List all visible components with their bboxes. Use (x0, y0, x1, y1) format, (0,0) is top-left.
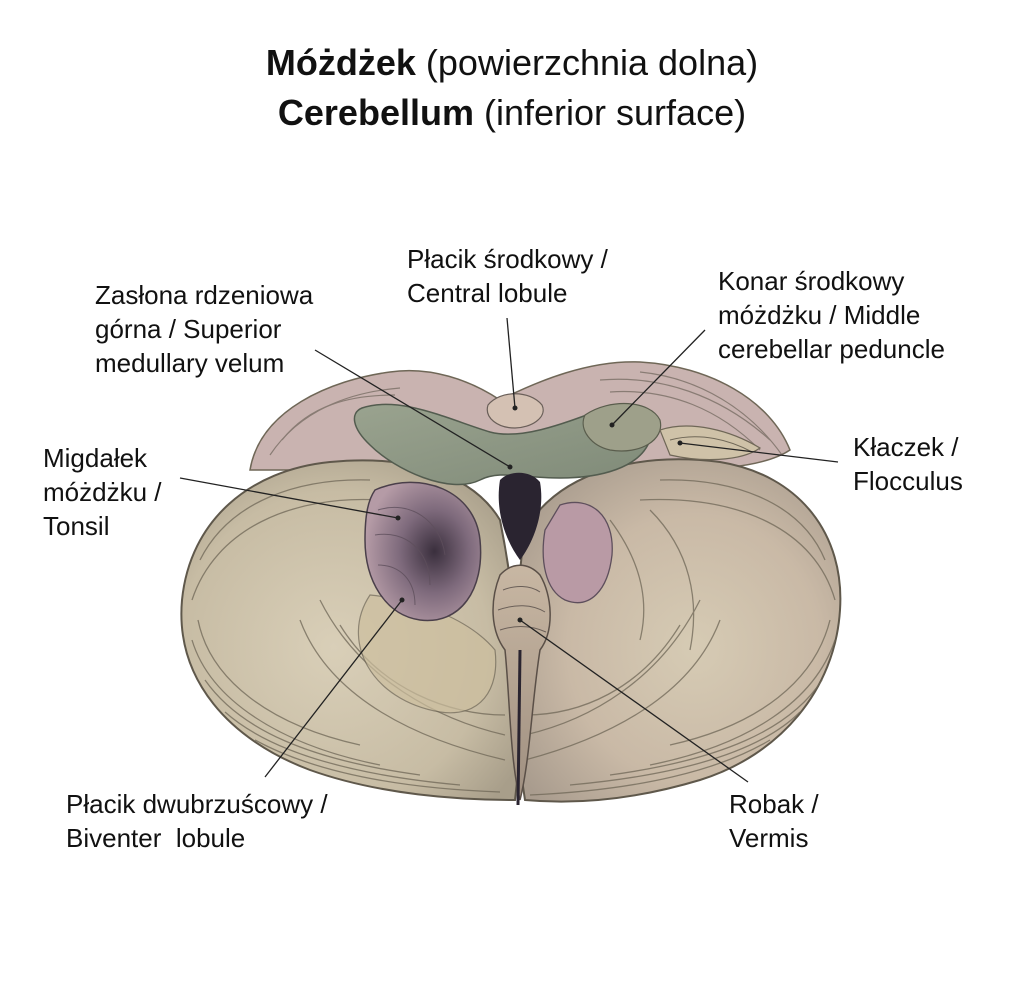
leader-central-lobule (506, 317, 516, 409)
label-peduncle-line1: Konar środkowy (718, 266, 905, 296)
leader-superior-medullary-velum (314, 349, 511, 468)
title-rest-polish: (powierzchnia dolna) (425, 42, 759, 83)
label-central-lobule-line2: Central lobule (407, 278, 568, 308)
title-bold-latin: Cerebellum (277, 92, 474, 133)
label-velum-line2: górna / Superior (95, 314, 282, 344)
tonsil-folia (374, 506, 446, 606)
leader-biventer-lobule (264, 599, 403, 778)
label-flocculus-line2: Flocculus (853, 466, 963, 496)
right-tonsil-shape (542, 501, 613, 604)
label-middle-cerebellar-peduncle: Konar środkowy móżdżku / Middle cerebell… (718, 264, 945, 366)
label-vermis: Robak / Vermis (729, 787, 819, 855)
label-biventer-line2: Biventer lobule (66, 823, 246, 853)
label-superior-medullary-velum: Zasłona rdzeniowa górna / Superior medul… (95, 278, 313, 380)
leader-dots (395, 405, 683, 623)
label-central-lobule-line1: Płacik środkowy / (407, 244, 608, 274)
title-line-1: Móżdżek (powierzchnia dolna) (0, 38, 1024, 88)
median-fissure (516, 649, 522, 806)
title-line-2: Cerebellum (inferior surface) (0, 88, 1024, 138)
leader-tonsil (179, 477, 399, 519)
peduncle-shape (582, 403, 662, 452)
central-lobule-shape (486, 393, 544, 429)
title-rest-latin: (inferior surface) (484, 92, 747, 133)
label-flocculus-line1: Kłaczek / (853, 432, 959, 462)
label-tonsil-line3: Tonsil (43, 511, 110, 541)
leader-vermis (519, 619, 749, 783)
label-velum-line3: medullary velum (95, 348, 285, 378)
label-tonsil-line1: Migdałek (43, 443, 148, 473)
flocculus-shape (659, 425, 762, 461)
vermis-folia (497, 586, 547, 633)
label-vermis-line1: Robak / (729, 789, 819, 819)
vermis-shape (492, 564, 551, 801)
label-tonsil: Migdałek móżdżku / Tonsil (43, 441, 162, 543)
label-biventer-lobule: Płacik dwubrzuścowy / Biventer lobule (66, 787, 328, 855)
superior-medullary-velum-shape (353, 403, 653, 486)
leader-flocculus (679, 442, 839, 463)
right-folia (524, 479, 836, 796)
flocculus-folia (669, 436, 753, 453)
label-flocculus: Kłaczek / Flocculus (853, 430, 963, 498)
title-bold-polish: Móżdżek (265, 42, 416, 83)
fourth-ventricle (498, 472, 542, 560)
title-block: Móżdżek (powierzchnia dolna) Cerebellum … (0, 38, 1024, 138)
label-biventer-line1: Płacik dwubrzuścowy / (66, 789, 328, 819)
label-velum-line1: Zasłona rdzeniowa (95, 280, 314, 310)
label-vermis-line2: Vermis (729, 823, 809, 853)
label-central-lobule: Płacik środkowy / Central lobule (407, 242, 608, 310)
leader-lines (179, 317, 839, 783)
label-tonsil-line2: móżdżku / (43, 477, 162, 507)
label-peduncle-line2: móżdżku / Middle (718, 300, 921, 330)
leader-middle-cerebellar-peduncle (611, 329, 706, 426)
label-peduncle-line3: cerebellar peduncle (718, 334, 945, 364)
